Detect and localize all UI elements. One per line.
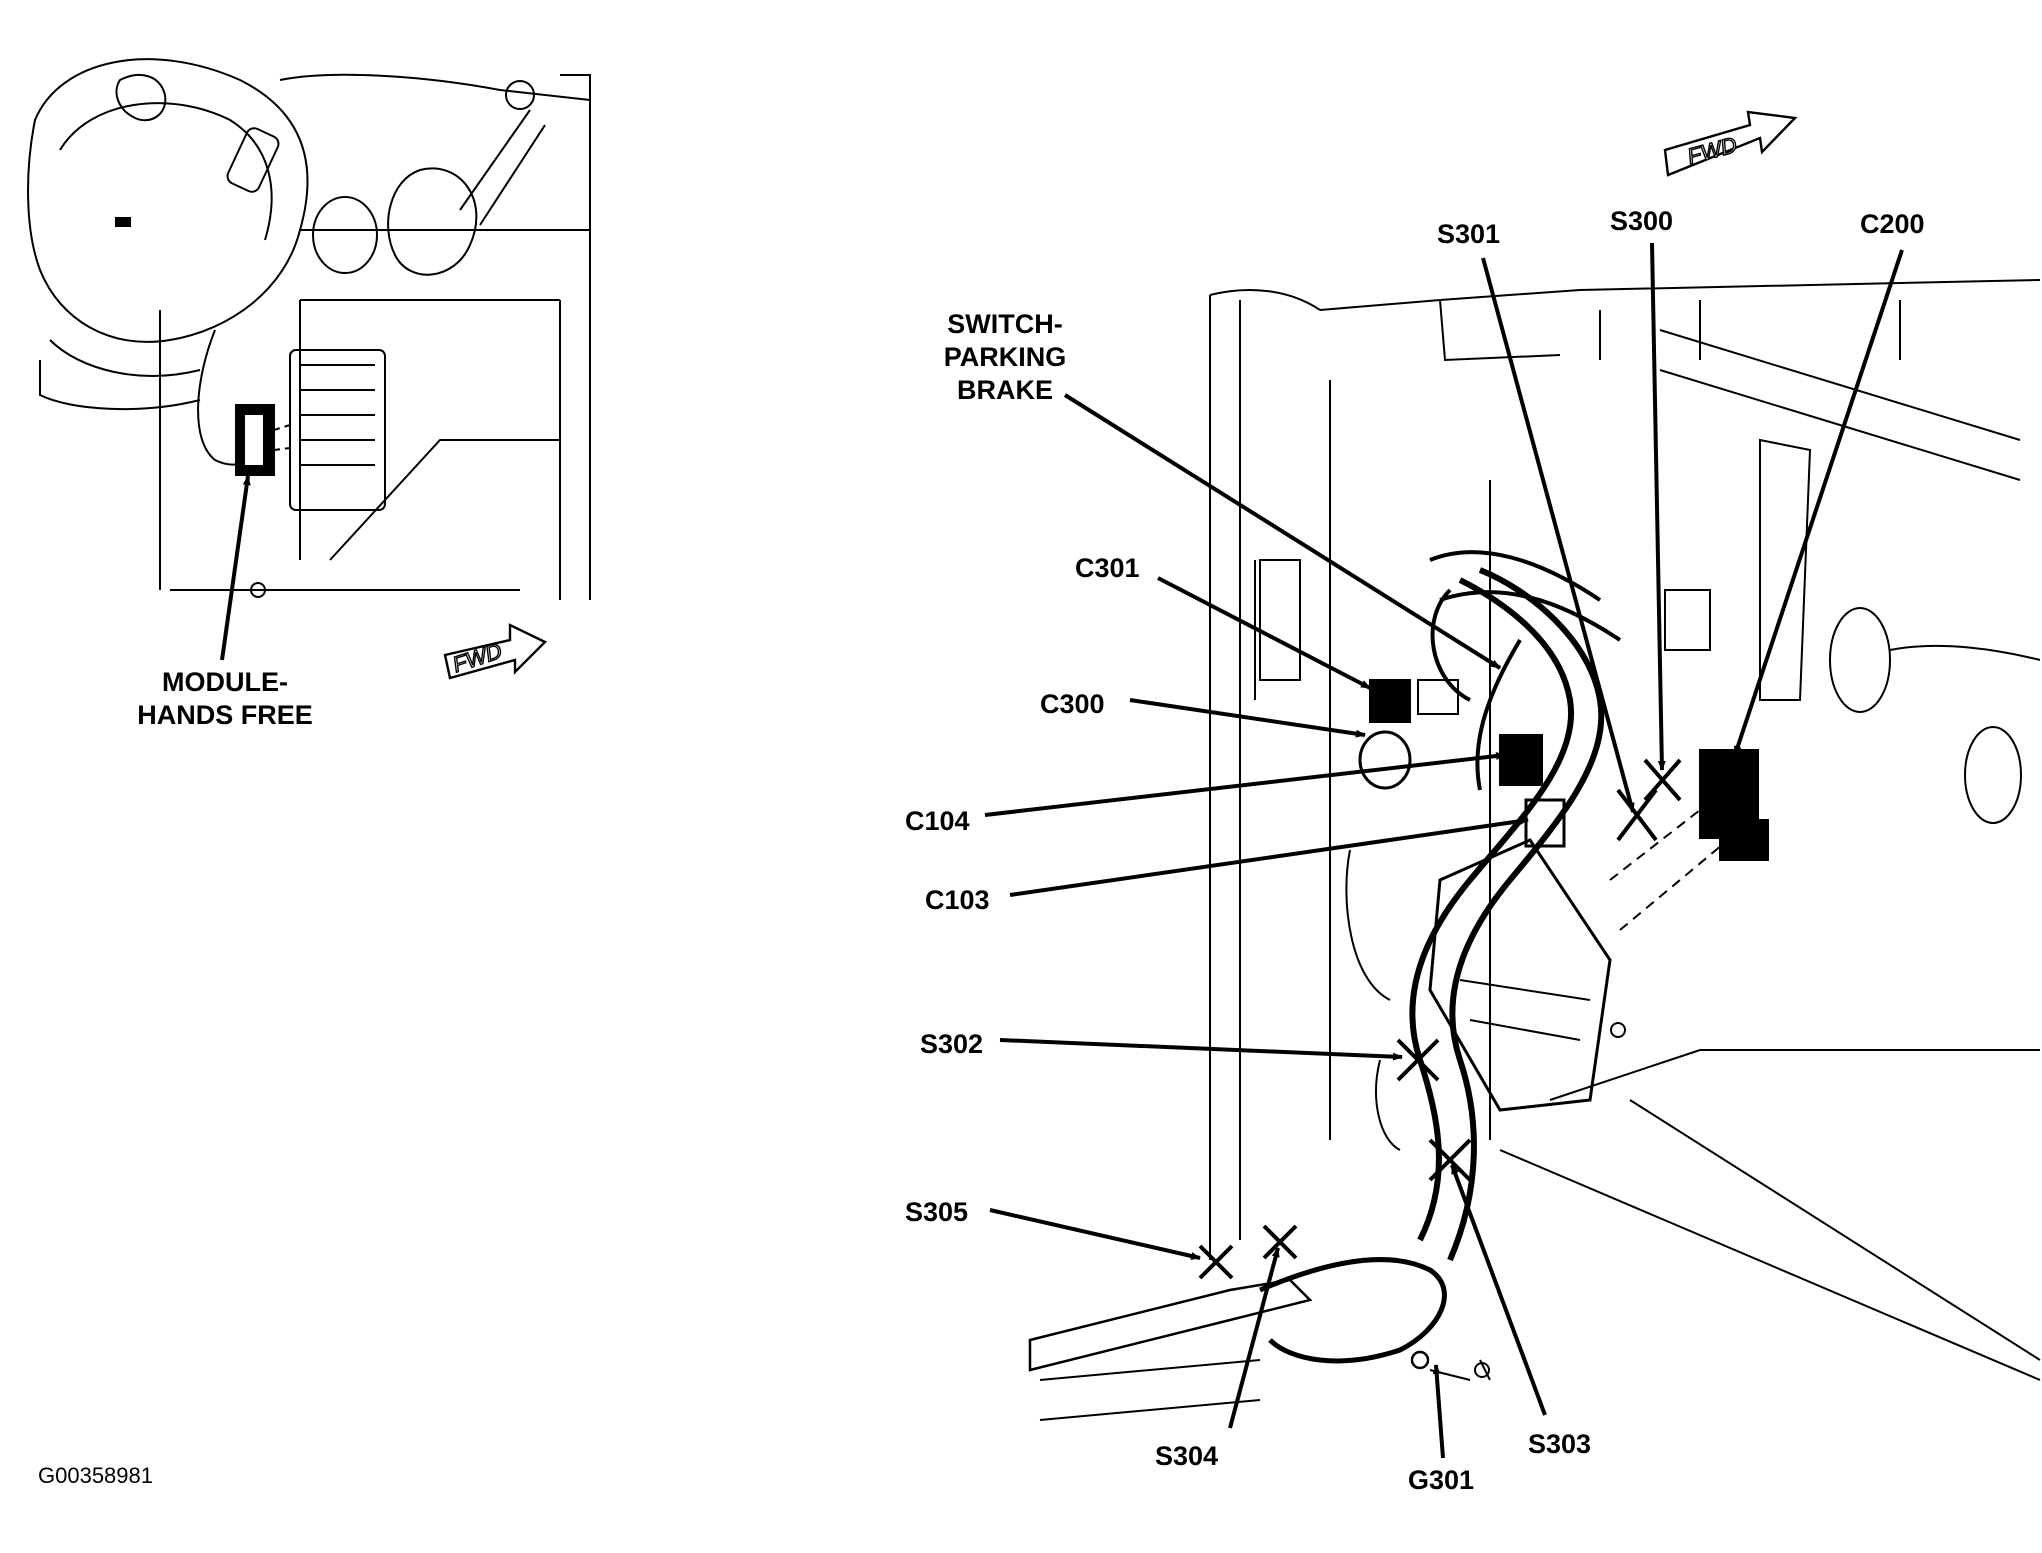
g301-label: G301: [1408, 1465, 1475, 1495]
c300-connector: [1360, 732, 1410, 788]
floor-pan: [1550, 1050, 2040, 1360]
s305-label: S305: [905, 1197, 969, 1227]
s303-leader: [1452, 1164, 1545, 1415]
c103-leader: [1010, 817, 1529, 895]
s302-leader: [1000, 1040, 1403, 1061]
switch-parking-brake-leader: [1065, 395, 1500, 668]
main-harness-inner: [1450, 570, 1601, 1260]
dash-crossbar: [1660, 330, 2020, 480]
kick-panel: [330, 440, 560, 560]
mount-bracket: [1760, 440, 1810, 700]
c200-label: C200: [1860, 209, 1925, 239]
sill-harness-channel: [1030, 1280, 1310, 1370]
floor-contours: [1346, 850, 1400, 1150]
s304-label: S304: [1155, 1441, 1219, 1471]
steering-wheel-hub: [60, 103, 272, 240]
junction-block: [1430, 840, 1610, 1110]
hands-free-module: [290, 350, 385, 510]
main-harness-outer: [1412, 580, 1571, 1240]
module-label-line1: MODULE-: [162, 667, 288, 697]
shifter-rod: [460, 110, 545, 225]
s303-splice-mark: [1430, 1140, 1470, 1180]
c301-connector: [1370, 680, 1410, 722]
module-label-line2: HANDS FREE: [137, 700, 313, 730]
body-hole: [1611, 1023, 1625, 1037]
upper-harness-branch: [1430, 552, 1620, 640]
c104-label: C104: [905, 806, 970, 836]
switch-parking-brake-line3: BRAKE: [956, 375, 1053, 405]
dash-outline: [280, 75, 590, 600]
steering-wheel: [28, 59, 307, 342]
steering-column-hole: [1830, 608, 1890, 712]
s302-splice-mark: [1398, 1040, 1438, 1080]
kick-panel-edges: [1330, 380, 2040, 1380]
s300-label: S300: [1610, 206, 1674, 236]
c104-connector: [1500, 735, 1542, 785]
firewall-oval: [1965, 727, 2021, 823]
switch-parking-brake-label: SWITCH- PARKING BRAKE: [925, 308, 1085, 407]
left-inset-view: [28, 59, 590, 660]
c200-leader: [1735, 250, 1902, 756]
c200-dashed-guide: [1610, 810, 1740, 930]
dash-knob-housing: [388, 168, 476, 274]
ground-nut: [1475, 1363, 1489, 1377]
s304-leader: [1230, 1247, 1278, 1428]
module-leader-arrow: [222, 475, 251, 660]
switch-parking-brake-line2: PARKING: [943, 342, 1067, 372]
left-fwd-arrow: FWD: [445, 625, 545, 678]
shifter-knob: [506, 81, 534, 109]
s303-label: S303: [1528, 1429, 1592, 1459]
s301-splice-mark: [1618, 790, 1656, 840]
junction-block-ribs: [1460, 980, 1590, 1040]
lower-harness-loop: [1260, 1260, 1444, 1361]
airbag-emblem: [116, 75, 165, 120]
c103-label: C103: [925, 885, 990, 915]
s304-splice-mark: [1264, 1226, 1296, 1258]
module-hands-free-label: MODULE- HANDS FREE: [120, 666, 330, 732]
s301-label: S301: [1437, 219, 1501, 249]
s300-connector-block: [1665, 590, 1710, 650]
connector-dashed-guide: [274, 425, 290, 450]
g301-leader: [1432, 1364, 1443, 1458]
s305-leader: [990, 1210, 1201, 1258]
s300-leader: [1652, 243, 1666, 771]
c300-label: C300: [1040, 689, 1105, 719]
leader-lines: [985, 243, 1902, 1458]
s302-label: S302: [920, 1029, 984, 1059]
knee-panel-outline: [160, 300, 560, 600]
left-fastener: [251, 583, 265, 597]
module-ribs: [300, 365, 375, 465]
dash-vent: [313, 197, 377, 273]
cowl-panel: [1320, 280, 2040, 360]
steering-shaft: [1890, 646, 2040, 660]
rocker-sill: [1040, 1360, 1260, 1420]
s301-leader: [1483, 258, 1633, 813]
wheel-switch-pod: [225, 126, 281, 195]
c300-leader: [1130, 700, 1366, 738]
a-pillar: [1210, 290, 1320, 1260]
c301-mating: [1418, 680, 1458, 714]
c301-label: C301: [1075, 553, 1140, 583]
wheel-badge: [116, 218, 130, 226]
steering-column: [40, 340, 200, 409]
right-fwd-text: FWD: [1685, 132, 1740, 169]
s300-splice-mark: [1645, 760, 1680, 800]
right-main-view: [1030, 280, 2040, 1420]
right-fwd-arrow: FWD: [1665, 112, 1795, 175]
figure-id: G00358981: [38, 1463, 153, 1488]
c301-leader: [1158, 578, 1370, 688]
ground-eyelet: [1412, 1352, 1428, 1368]
switch-parking-brake-line1: SWITCH-: [947, 309, 1063, 339]
s305-splice-mark: [1200, 1246, 1232, 1278]
c104-leader: [985, 752, 1506, 815]
